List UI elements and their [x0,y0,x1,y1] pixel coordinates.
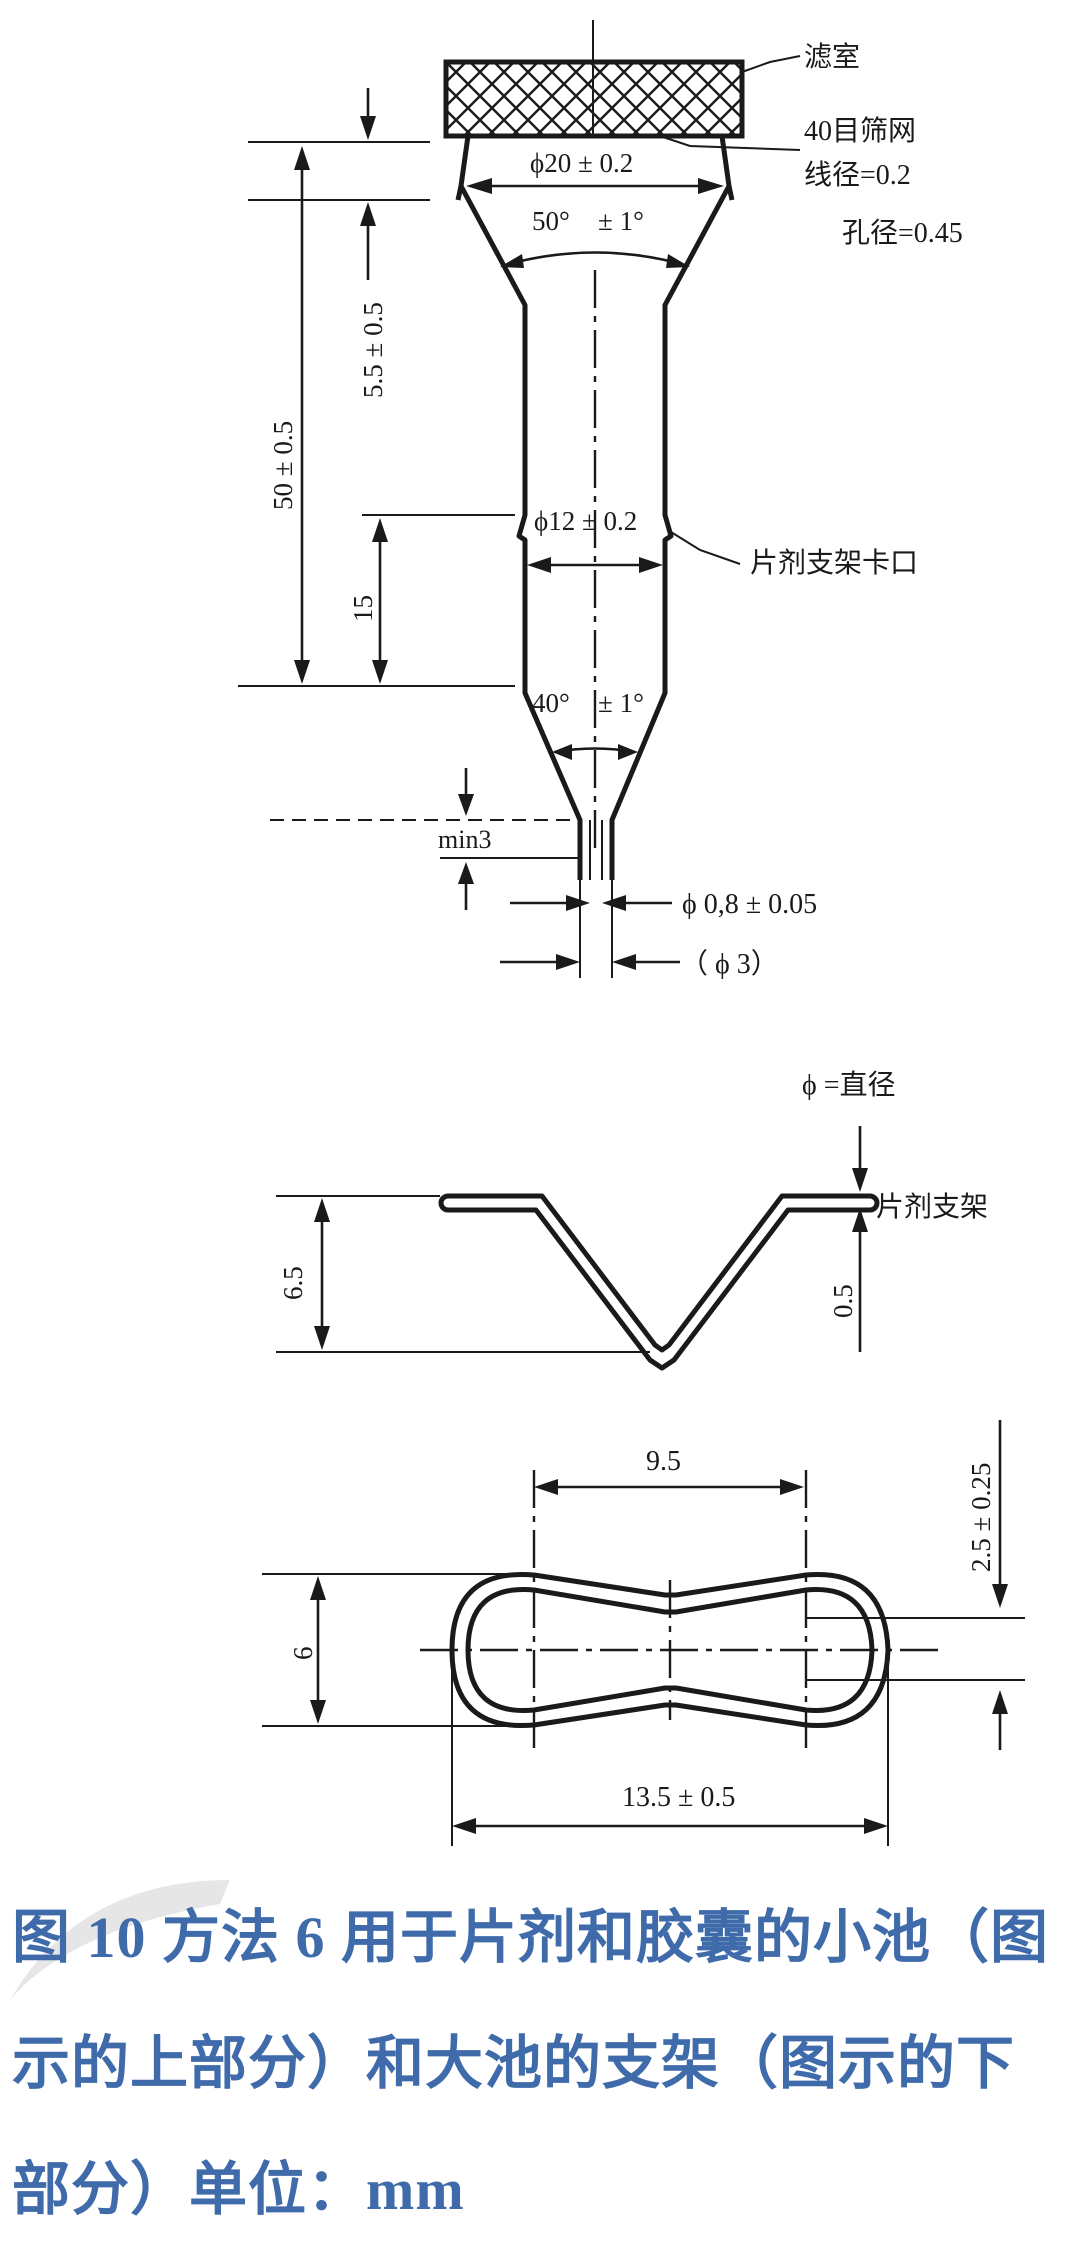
label-tablet-support: 片剂支架 [876,1191,988,1223]
label-dim-6-5: 6.5 [278,1266,308,1300]
label-filter-chamber: 滤室 [804,41,860,73]
label-tip-outer: （ ϕ 3） [680,948,779,980]
tablet-support-top-view: 9.5 6 2.5 ± 0.25 13.5 ± 0.5 [262,1420,1025,1846]
label-phi-legend: ϕ =直径 [802,1069,896,1101]
label-angle-bottom: 40° [532,688,570,718]
label-dim-50: 50 ± 0.5 [268,421,298,510]
label-dim-13-5: 13.5 ± 0.5 [622,1782,735,1813]
cell-body-outline [455,183,735,880]
label-min3: min3 [438,825,491,854]
tablet-support-wire [448,1193,870,1353]
label-dim-0-5: 0.5 [828,1284,858,1318]
label-mesh: 40目筛网 [804,115,916,147]
label-angle-top-tol: ± 1° [598,206,644,236]
tablet-support-side-view: ϕ =直径 片剂支架 6.5 0.5 [276,1069,988,1371]
watermark-swoosh [10,1880,230,2000]
label-dim-2-5: 2.5 ± 0.25 [966,1463,996,1572]
label-hole-diameter: 孔径=0.45 [842,217,963,249]
label-angle-bottom-tol: ± 1° [598,688,644,718]
label-tip-inner: ϕ 0,8 ± 0.05 [682,889,817,920]
label-mid-diameter: ϕ12 ± 0.2 [534,506,637,536]
small-cell-drawing: 滤室 40目筛网 线径=0.2 孔径=0.45 ϕ20 ± 0.2 50° ± … [238,20,963,980]
figure-caption: 图 10 方法 6 用于片剂和胶囊的小池（图示的上部分）和大池的支架（图示的下部… [12,1905,1050,2222]
label-tablet-notch: 片剂支架卡口 [750,547,918,579]
label-top-diameter: ϕ20 ± 0.2 [530,148,633,178]
label-wire-diameter: 线径=0.2 [804,159,911,191]
technical-drawing: 滤室 40目筛网 线径=0.2 孔径=0.45 ϕ20 ± 0.2 50° ± … [238,20,1025,1846]
label-dim-6: 6 [288,1647,318,1661]
label-dim-15: 15 [348,595,378,622]
label-angle-top: 50° [532,206,570,236]
label-dim-9-5: 9.5 [646,1446,681,1477]
label-dim-5-5: 5.5 ± 0.5 [358,302,388,398]
